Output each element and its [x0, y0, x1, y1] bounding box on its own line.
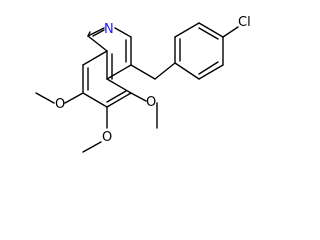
chemical-structure: N Cl O O O: [35, 15, 251, 153]
bond-ar5-double: [198, 61, 219, 75]
pyridine-ring: [87, 27, 132, 80]
bond-ar5: [198, 64, 224, 80]
bond-c1-n2: [87, 27, 105, 37]
bond-c8a-c8: [82, 50, 108, 66]
benzo-ring: [82, 50, 132, 108]
bond-c4-c4a: [106, 64, 132, 80]
bond-n2-c3: [114, 27, 132, 38]
methoxy-groups: [35, 92, 158, 153]
bond-ch2-ar: [154, 62, 176, 80]
bond-c5-c4a: [106, 78, 132, 94]
chlorobenzyl-group: [130, 22, 239, 80]
bond-o-me7: [35, 92, 55, 104]
bond-c5-o: [130, 92, 147, 102]
bond-ar2: [174, 22, 200, 38]
nitrogen-label: N: [104, 22, 114, 37]
bond-c6-c5-double: [106, 90, 127, 103]
oxygen-5-label: O: [146, 95, 156, 110]
bond-ar6: [174, 62, 200, 80]
bond-ar3: [198, 22, 224, 38]
oxygen-6-label: O: [102, 130, 112, 145]
chlorine-label: Cl: [238, 15, 251, 30]
bond-c4-ch2: [130, 64, 156, 80]
bond-ar3-double: [198, 27, 219, 40]
bond-c-cl: [222, 26, 239, 38]
bond-c8a-c1: [87, 35, 108, 52]
bond-c7-o: [64, 92, 84, 104]
oxygen-7-label: O: [55, 97, 65, 112]
bond-c7-c6: [82, 92, 108, 108]
bond-c1-n2-double: [92, 29, 105, 37]
bond-c1-n2-b: [87, 31, 91, 37]
bond-c6-c5: [106, 92, 132, 108]
bond-o-me6: [82, 141, 102, 153]
